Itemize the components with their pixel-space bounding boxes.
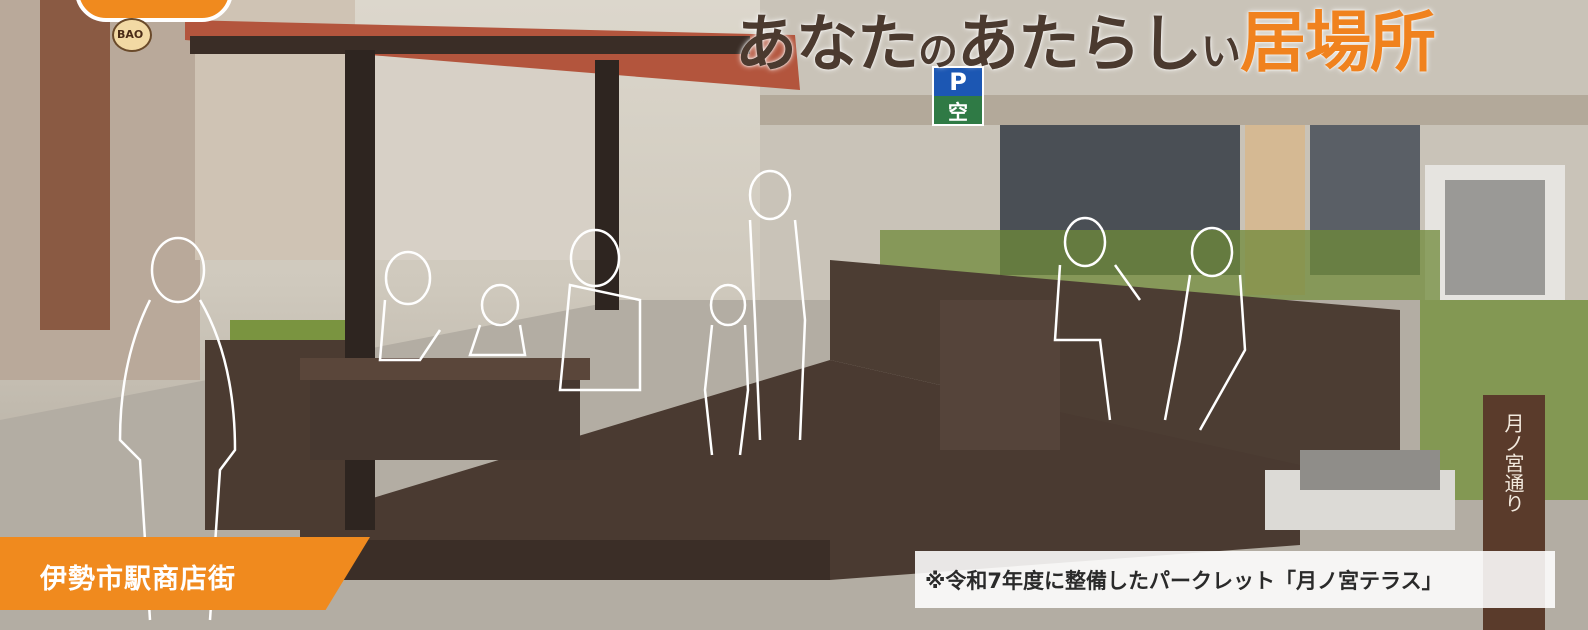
far-street: [355, 60, 615, 260]
seated-man-body: [558, 283, 642, 392]
shop-sign-text: BAO: [117, 28, 144, 41]
info-plaque: [1300, 450, 1440, 490]
seated-woman-body: [378, 299, 442, 362]
headline-part2: の: [918, 29, 958, 75]
building-band: [760, 95, 1588, 125]
people-outlines: [118, 169, 1247, 621]
caption-box: ※令和7年度に整備したパークレット「月ノ宮テラス」: [915, 551, 1555, 608]
table-top: [300, 358, 590, 380]
pergola-post-2: [595, 60, 619, 310]
child-outline: [480, 283, 520, 327]
standing-man-outline: [748, 169, 792, 221]
standing-child-outline: [709, 283, 747, 327]
headline-part1: あなた: [735, 7, 919, 80]
top-badge: [75, 0, 233, 22]
headline-part4: い: [1201, 29, 1241, 75]
seated-woman-outline: [384, 250, 432, 306]
seated-person-right-body: [1053, 264, 1142, 421]
district-label-text: 伊勢市駅商店街: [40, 564, 236, 595]
headline-part5: 居場所: [1240, 4, 1436, 81]
pergola-beam: [190, 36, 750, 54]
shed-door: [1445, 180, 1545, 295]
child-body: [468, 324, 527, 357]
brick-pillar: [40, 0, 110, 330]
signpost-text: 月ノ宮通り: [1501, 413, 1525, 513]
shop-sign: BAO: [112, 18, 152, 52]
seated-woman-right-outline: [1190, 226, 1234, 278]
parking-sign: P 空: [932, 66, 984, 126]
table-body: [310, 380, 580, 460]
seated-person-right-outline: [1063, 216, 1107, 268]
caption-text: ※令和7年度に整備したパークレット「月ノ宮テラス」: [925, 569, 1443, 593]
deck-edge: [300, 540, 830, 580]
walking-woman-body: [118, 299, 237, 621]
standing-child-body: [703, 324, 750, 456]
standing-man-body: [748, 219, 807, 441]
headline: あなたのあたらしい居場所: [735, 0, 1575, 106]
parking-symbol: P: [934, 68, 982, 96]
seated-man-outline: [569, 228, 621, 288]
district-label: 伊勢市駅商店街: [0, 537, 370, 610]
headline-part3: あたらし: [957, 7, 1202, 80]
walking-woman-outline: [150, 236, 206, 304]
bench-back: [940, 300, 1060, 450]
seated-woman-right-body: [1163, 274, 1247, 431]
parking-status: 空: [948, 100, 968, 124]
